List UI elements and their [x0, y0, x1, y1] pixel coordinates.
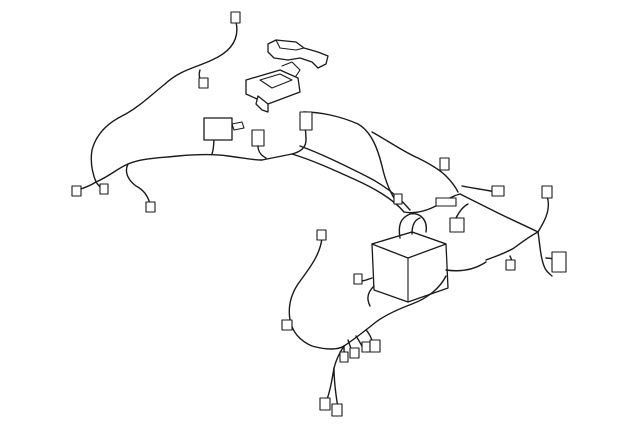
- trunk-connectors: [299, 111, 567, 273]
- connector-lower-top: [316, 229, 327, 241]
- connector-far-left: [71, 185, 82, 197]
- top-bracket: [267, 39, 329, 69]
- connector-right-4: [505, 259, 516, 271]
- fuse-box: [371, 213, 449, 303]
- connector-block: [251, 129, 265, 147]
- connector-left-3: [145, 201, 156, 213]
- connector-lower-mid: [353, 273, 363, 285]
- connector-lower-d: [369, 339, 381, 353]
- connector-upper-left: [198, 77, 209, 89]
- connector-bottom-2: [331, 403, 343, 417]
- lower-connectors: [281, 229, 381, 417]
- relay-block: [203, 117, 233, 141]
- connector-lower-c: [361, 341, 371, 353]
- junction-box: [245, 61, 301, 113]
- connector-trunk-2: [393, 193, 403, 205]
- connector-bottom-1: [319, 397, 331, 411]
- connector-trunk-1: [299, 111, 313, 131]
- upper-left-connectors: [71, 11, 267, 213]
- connector-right-2: [541, 185, 553, 199]
- upper-left-branch: [77, 21, 263, 205]
- connector-lower-left: [281, 319, 293, 331]
- connector-trunk-3: [439, 157, 450, 171]
- connector-right-3: [551, 251, 567, 273]
- connector-right-1: [491, 185, 505, 197]
- connector-lower-a: [339, 351, 349, 363]
- connector-left-2: [99, 183, 109, 195]
- connector-lower-b: [349, 347, 360, 359]
- connector-top: [230, 11, 241, 24]
- clip-mid: [435, 197, 457, 207]
- connector-mid: [449, 217, 465, 233]
